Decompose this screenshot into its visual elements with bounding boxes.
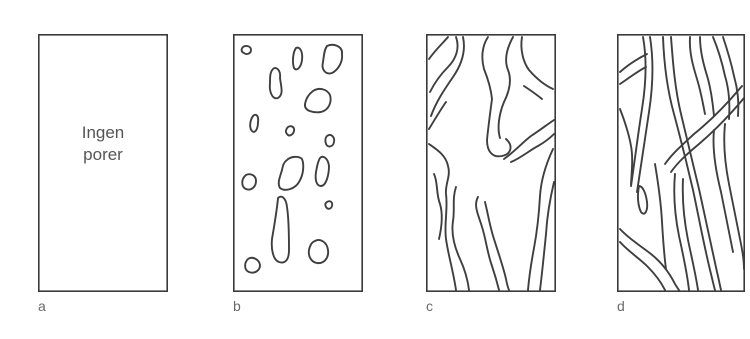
panel-d bbox=[617, 34, 745, 292]
panel-d-label: d bbox=[617, 298, 625, 314]
panel-b bbox=[233, 34, 363, 292]
panel-c-diagram bbox=[426, 34, 556, 292]
panel-b-label: b bbox=[233, 298, 241, 314]
panel-a: Ingen porer bbox=[38, 34, 168, 292]
panel-a-label: a bbox=[38, 298, 46, 314]
panel-c-label: c bbox=[426, 298, 433, 314]
panel-a-text: Ingen porer bbox=[38, 122, 168, 166]
panel-d-diagram bbox=[617, 34, 745, 292]
panel-c bbox=[426, 34, 556, 292]
panel-a-text-line-2: porer bbox=[38, 144, 168, 166]
panel-b-diagram bbox=[233, 34, 363, 292]
panel-a-text-line-1: Ingen bbox=[38, 122, 168, 144]
